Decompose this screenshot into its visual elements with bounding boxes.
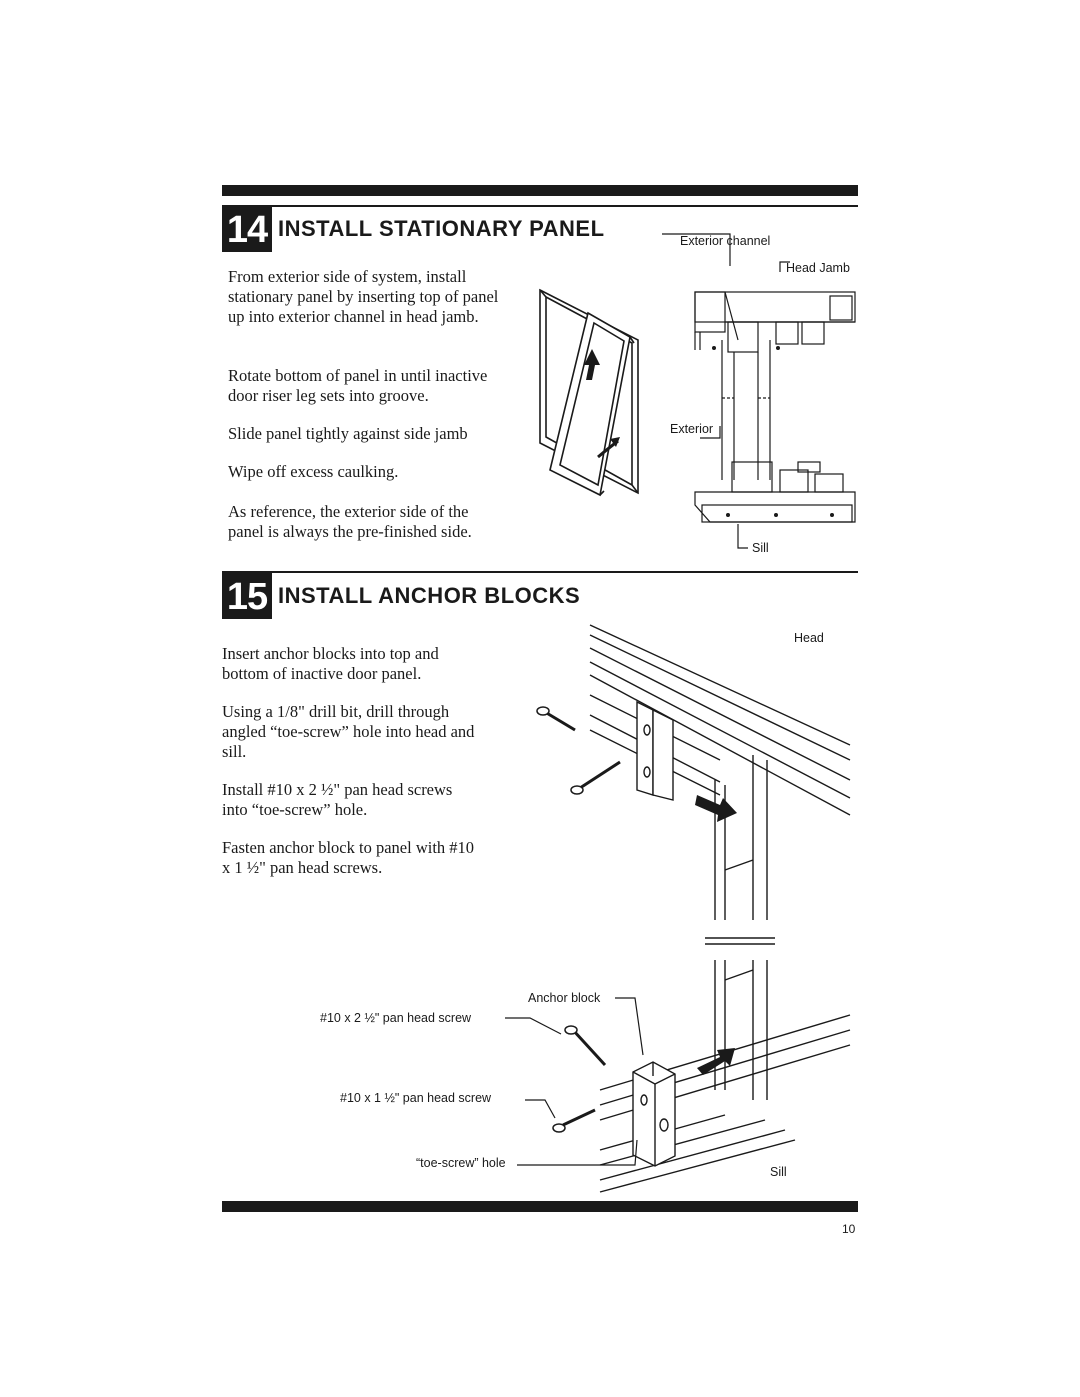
step15-divider	[222, 571, 858, 573]
top-rule-bar	[222, 185, 858, 196]
step14-paragraph-4: Wipe off excess caulking.	[228, 462, 399, 481]
head-jamb-label: Head Jamb	[786, 261, 850, 275]
arrow-icon	[695, 795, 737, 822]
step15-paragraph-3: Install #10 x 2 ½" pan head screws into …	[222, 780, 453, 819]
step14-paragraph-5: As reference, the exterior side of the p…	[228, 502, 472, 541]
step14-number: 14	[222, 206, 272, 252]
step14-title: INSTALL STATIONARY PANEL	[278, 216, 605, 241]
step14-paragraph-1: From exterior side of system, install st…	[228, 267, 499, 326]
head-jamb-sill-section	[662, 233, 856, 549]
screw-short-label: #10 x 1 ½" pan head screw	[340, 1091, 492, 1105]
anchor-block-illustration	[505, 624, 851, 1193]
arrow-icon	[697, 1048, 735, 1075]
exterior-channel-label: Exterior channel	[680, 234, 771, 248]
step15-paragraph-1: Insert anchor blocks into top and bottom…	[222, 644, 439, 683]
exterior-label: Exterior	[670, 422, 714, 436]
toe-screw-hole-label: “toe-screw” hole	[416, 1156, 506, 1170]
step15-sill-label: Sill	[770, 1165, 787, 1179]
step14-paragraph-3: Slide panel tightly against side jamb	[228, 424, 468, 443]
screw-icon	[544, 710, 621, 1127]
bottom-rule-bar	[222, 1201, 858, 1212]
step14-divider	[222, 205, 858, 207]
step15-number: 15	[222, 573, 272, 619]
step14-paragraph-2: Rotate bottom of panel in until inactive…	[228, 366, 488, 405]
head-label: Head	[794, 631, 824, 645]
step15-title: INSTALL ANCHOR BLOCKS	[278, 583, 581, 608]
step15-paragraph-2: Using a 1/8" drill bit, drill through an…	[222, 702, 475, 761]
page-number: 10	[842, 1222, 856, 1236]
stationary-panel-illustration	[539, 288, 639, 497]
up-arrow-icon	[584, 349, 600, 380]
step14-sill-label: Sill	[752, 541, 769, 555]
screw-long-label: #10 x 2 ½" pan head screw	[320, 1011, 472, 1025]
anchor-block-label: Anchor block	[528, 991, 601, 1005]
step15-paragraph-4: Fasten anchor block to panel with #10 x …	[222, 838, 475, 877]
